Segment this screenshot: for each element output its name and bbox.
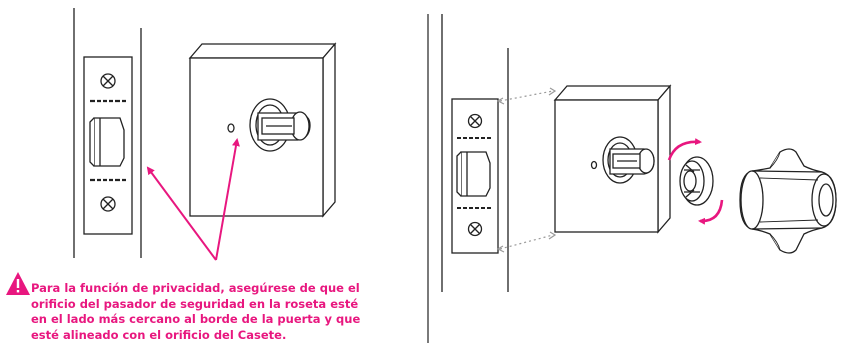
guide-top <box>499 90 554 102</box>
privacy-pin-hole <box>227 123 235 133</box>
privacy-pin-hole <box>590 160 598 170</box>
dotted-guides <box>496 87 557 253</box>
arrow-to-pin-hole <box>215 138 240 261</box>
thumb-turn <box>739 148 837 254</box>
note-line: Para la función de privacidad, asegúrese… <box>31 281 360 295</box>
left-panel <box>73 8 337 258</box>
screw-icon <box>100 196 116 212</box>
right-panel <box>441 14 837 292</box>
rosette <box>553 84 672 234</box>
privacy-instruction-note: Para la función de privacidad, asegúrese… <box>31 281 431 343</box>
rotate-arrow-bottom <box>698 199 724 225</box>
screw-icon <box>467 221 483 237</box>
note-line: orificio del pasador de seguridad en la … <box>31 296 359 311</box>
screw-icon <box>100 73 116 89</box>
latch-bolt <box>456 151 491 197</box>
rotation-arrows <box>667 138 724 225</box>
rosette <box>188 42 337 218</box>
arrow-to-latch <box>146 166 217 261</box>
note-line: esté alineado con el orificio del Casete… <box>31 327 287 342</box>
alignment-arrows <box>146 138 240 261</box>
warning-triangle-icon <box>6 272 30 295</box>
rotate-arrow-top <box>667 138 702 161</box>
screw-icon <box>467 113 483 129</box>
guide-bottom <box>499 234 554 250</box>
note-line: en el lado más cercano al borde de la pu… <box>31 312 361 326</box>
latch-bolt <box>89 117 125 167</box>
cassette <box>679 156 714 206</box>
